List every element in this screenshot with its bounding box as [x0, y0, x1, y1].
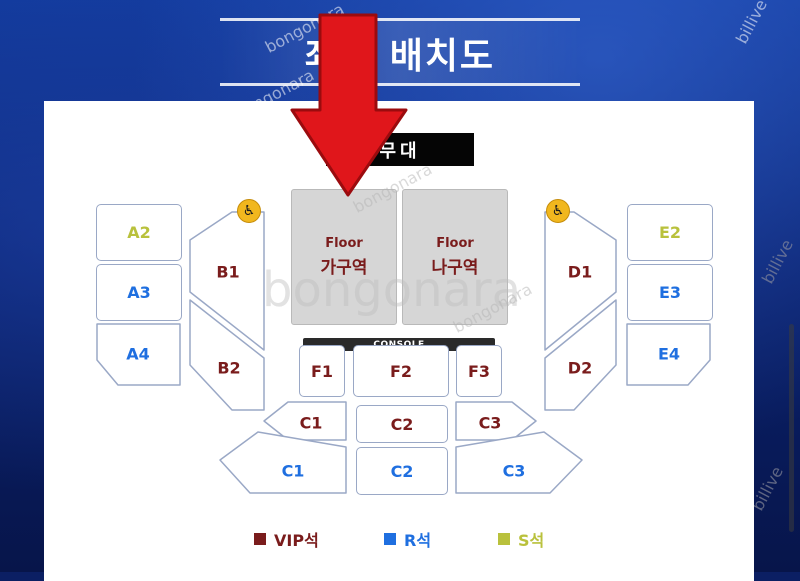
floor-section-na[interactable]: Floor 나구역 [402, 189, 508, 325]
section-c3-upper[interactable]: C3 [478, 413, 502, 433]
section-f2[interactable]: F2 [353, 345, 449, 397]
wheelchair-icon: ♿ [546, 199, 570, 223]
section-f1[interactable]: F1 [299, 345, 345, 397]
legend-item-vip: VIP석 [254, 527, 319, 551]
wheelchair-icon: ♿ [237, 199, 261, 223]
legend-label: S석 [518, 531, 545, 550]
section-c2-upper[interactable]: C2 [356, 405, 448, 443]
watermark: bongonara [262, 262, 522, 318]
section-e3[interactable]: E3 [627, 264, 713, 321]
section-b1[interactable]: B1 [216, 262, 240, 282]
section-c1-upper[interactable]: C1 [299, 413, 323, 433]
section-e2[interactable]: E2 [627, 204, 713, 261]
section-c1-lower[interactable]: C1 [281, 461, 305, 481]
section-c2-lower[interactable]: C2 [356, 447, 448, 495]
legend-swatch [254, 533, 266, 545]
floor-zone-name: 나구역 [431, 258, 479, 278]
section-e4[interactable]: E4 [657, 344, 681, 364]
legend-label: VIP석 [274, 531, 319, 550]
section-a3[interactable]: A3 [96, 264, 182, 321]
legend-item-r: R석 [384, 527, 431, 551]
scrollbar[interactable] [789, 324, 794, 532]
section-b1-shape [189, 211, 265, 351]
section-a4[interactable]: A4 [126, 344, 150, 364]
section-c1-lower-shape [219, 431, 347, 494]
section-d1[interactable]: D1 [567, 262, 593, 282]
floor-label: Floor [325, 236, 363, 251]
section-b2-shape [189, 299, 265, 411]
title-banner: 좌석 배치도 [220, 18, 580, 86]
section-e4-shape [626, 323, 711, 386]
legend-swatch [384, 533, 396, 545]
floor-label: Floor [436, 236, 474, 251]
legend-swatch [498, 533, 510, 545]
section-f3[interactable]: F3 [456, 345, 502, 397]
section-a4-shape [96, 323, 181, 386]
section-c3-lower-shape [455, 431, 583, 494]
section-d2-shape [544, 299, 617, 411]
down-arrow-icon [290, 13, 408, 197]
legend-label: R석 [404, 531, 432, 550]
section-b2[interactable]: B2 [217, 358, 241, 378]
section-c3-upper-shape [455, 401, 537, 441]
section-a2[interactable]: A2 [96, 204, 182, 261]
floor-section-ga[interactable]: Floor 가구역 [291, 189, 397, 325]
legend-item-s: S석 [498, 527, 544, 551]
section-d2[interactable]: D2 [567, 358, 593, 378]
section-c3-lower[interactable]: C3 [502, 461, 526, 481]
floor-zone-name: 가구역 [320, 258, 368, 278]
